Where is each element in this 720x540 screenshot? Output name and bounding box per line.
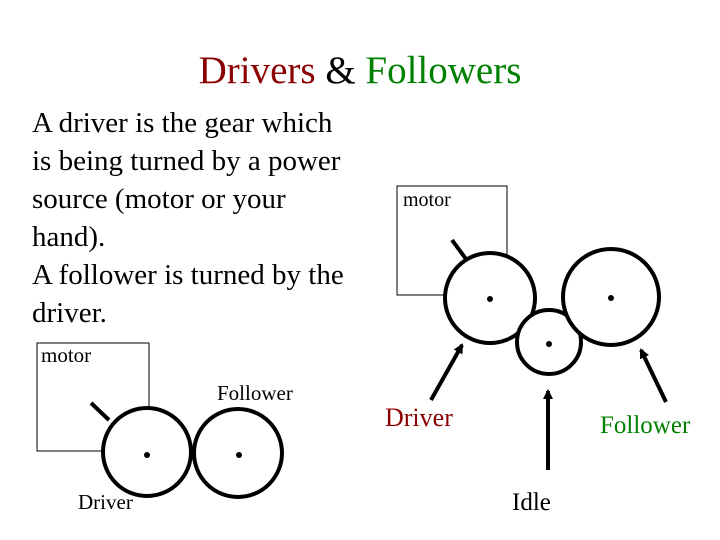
idle-gear-axle	[546, 341, 552, 347]
driver-label-right: Driver	[385, 403, 453, 432]
definition-line: hand).	[32, 221, 106, 253]
slide-title: Drivers & Followers	[0, 48, 720, 94]
follower-gear-left-axle	[236, 452, 242, 458]
follower-label-left: Follower	[217, 381, 293, 405]
title-drivers: Drivers	[198, 49, 316, 92]
motor-label-left: motor	[41, 343, 92, 367]
definition-line: driver.	[32, 297, 107, 329]
title-followers: Followers	[365, 49, 522, 92]
driver-label-left: Driver	[78, 490, 133, 514]
definition-line: A follower is turned by the	[32, 259, 344, 291]
definition-line: A driver is the gear which	[32, 107, 333, 139]
follower-label-right: Follower	[600, 412, 691, 439]
definition-line: is being turned by a power	[32, 145, 341, 177]
motor-box-left	[36, 342, 150, 452]
follower-pointer-arrow	[639, 348, 668, 403]
driver-gear-top-axle	[487, 296, 493, 302]
motor-shaft-left	[89, 401, 111, 422]
definition-line: source (motor or your	[32, 183, 286, 215]
driver-pointer-arrow	[429, 343, 464, 401]
driver-gear-left-axle	[144, 452, 150, 458]
motor-shaft-top	[450, 238, 468, 261]
idle-label: Idle	[512, 489, 551, 516]
definition-text: A driver is the gear which is being turn…	[32, 104, 392, 332]
follower-gear-top-axle	[608, 295, 614, 301]
title-ampersand: &	[325, 49, 356, 92]
motor-label-top: motor	[403, 189, 451, 211]
